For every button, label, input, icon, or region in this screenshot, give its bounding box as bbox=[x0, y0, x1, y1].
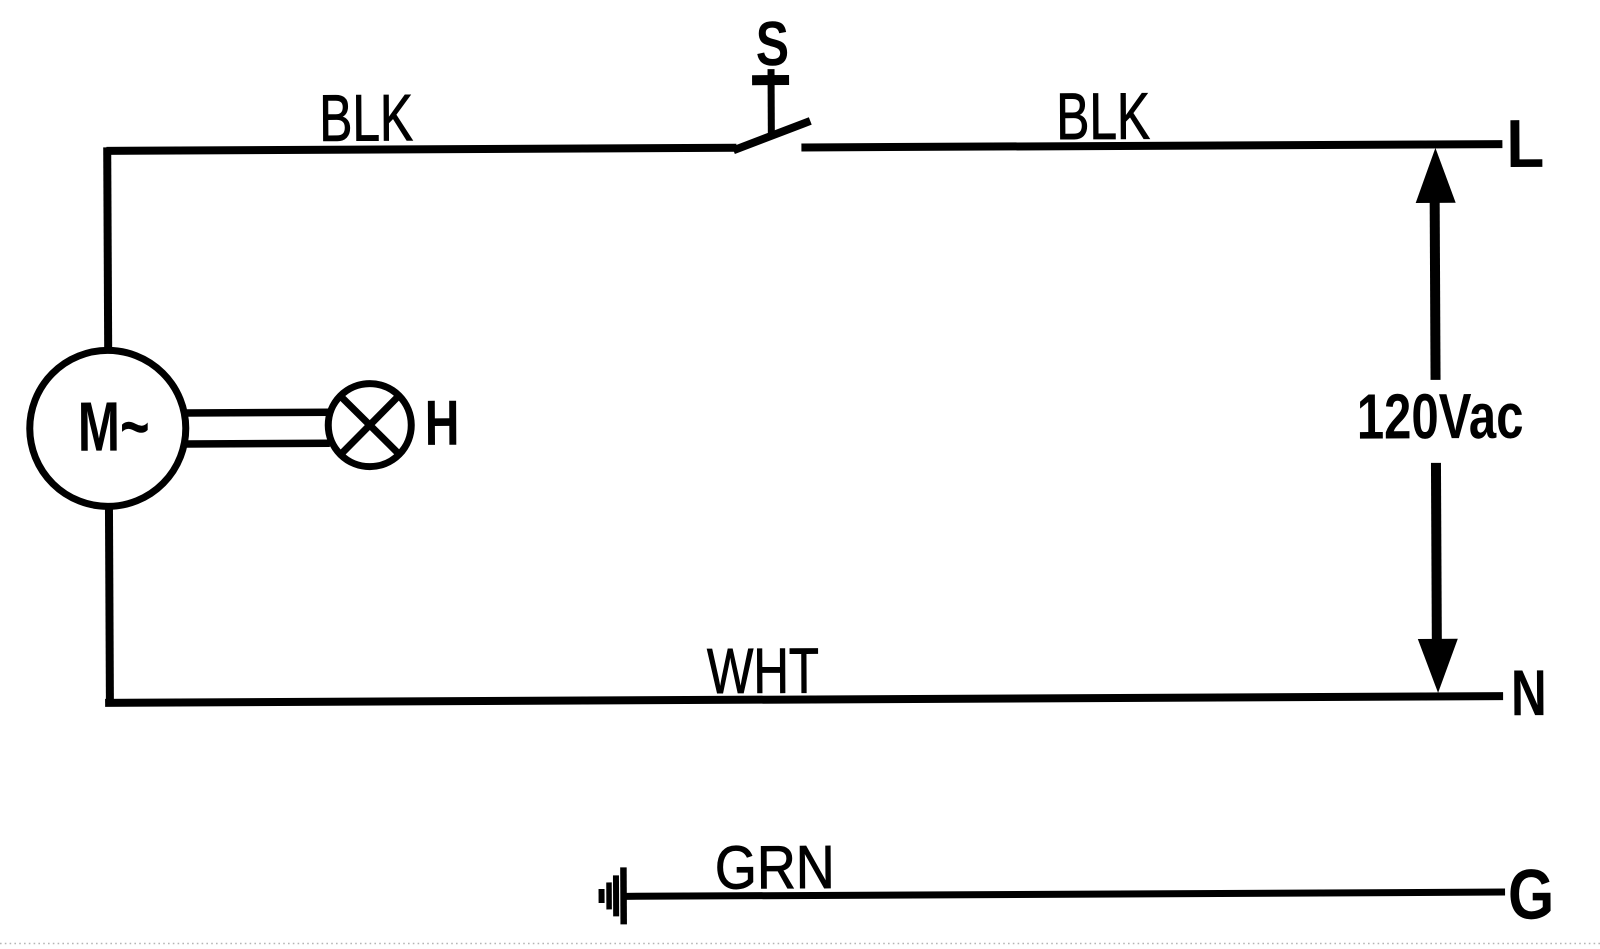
svg-text:BLK: BLK bbox=[1056, 80, 1150, 154]
svg-text:S: S bbox=[756, 10, 790, 80]
svg-text:G: G bbox=[1508, 855, 1555, 934]
svg-text:M~: M~ bbox=[78, 387, 150, 465]
svg-text:120Vac: 120Vac bbox=[1357, 381, 1524, 454]
svg-text:L: L bbox=[1506, 105, 1544, 182]
svg-text:GRN: GRN bbox=[715, 834, 835, 902]
svg-text:WHT: WHT bbox=[707, 635, 819, 707]
svg-text:H: H bbox=[425, 387, 460, 458]
svg-text:N: N bbox=[1511, 658, 1547, 730]
svg-text:BLK: BLK bbox=[319, 82, 413, 156]
